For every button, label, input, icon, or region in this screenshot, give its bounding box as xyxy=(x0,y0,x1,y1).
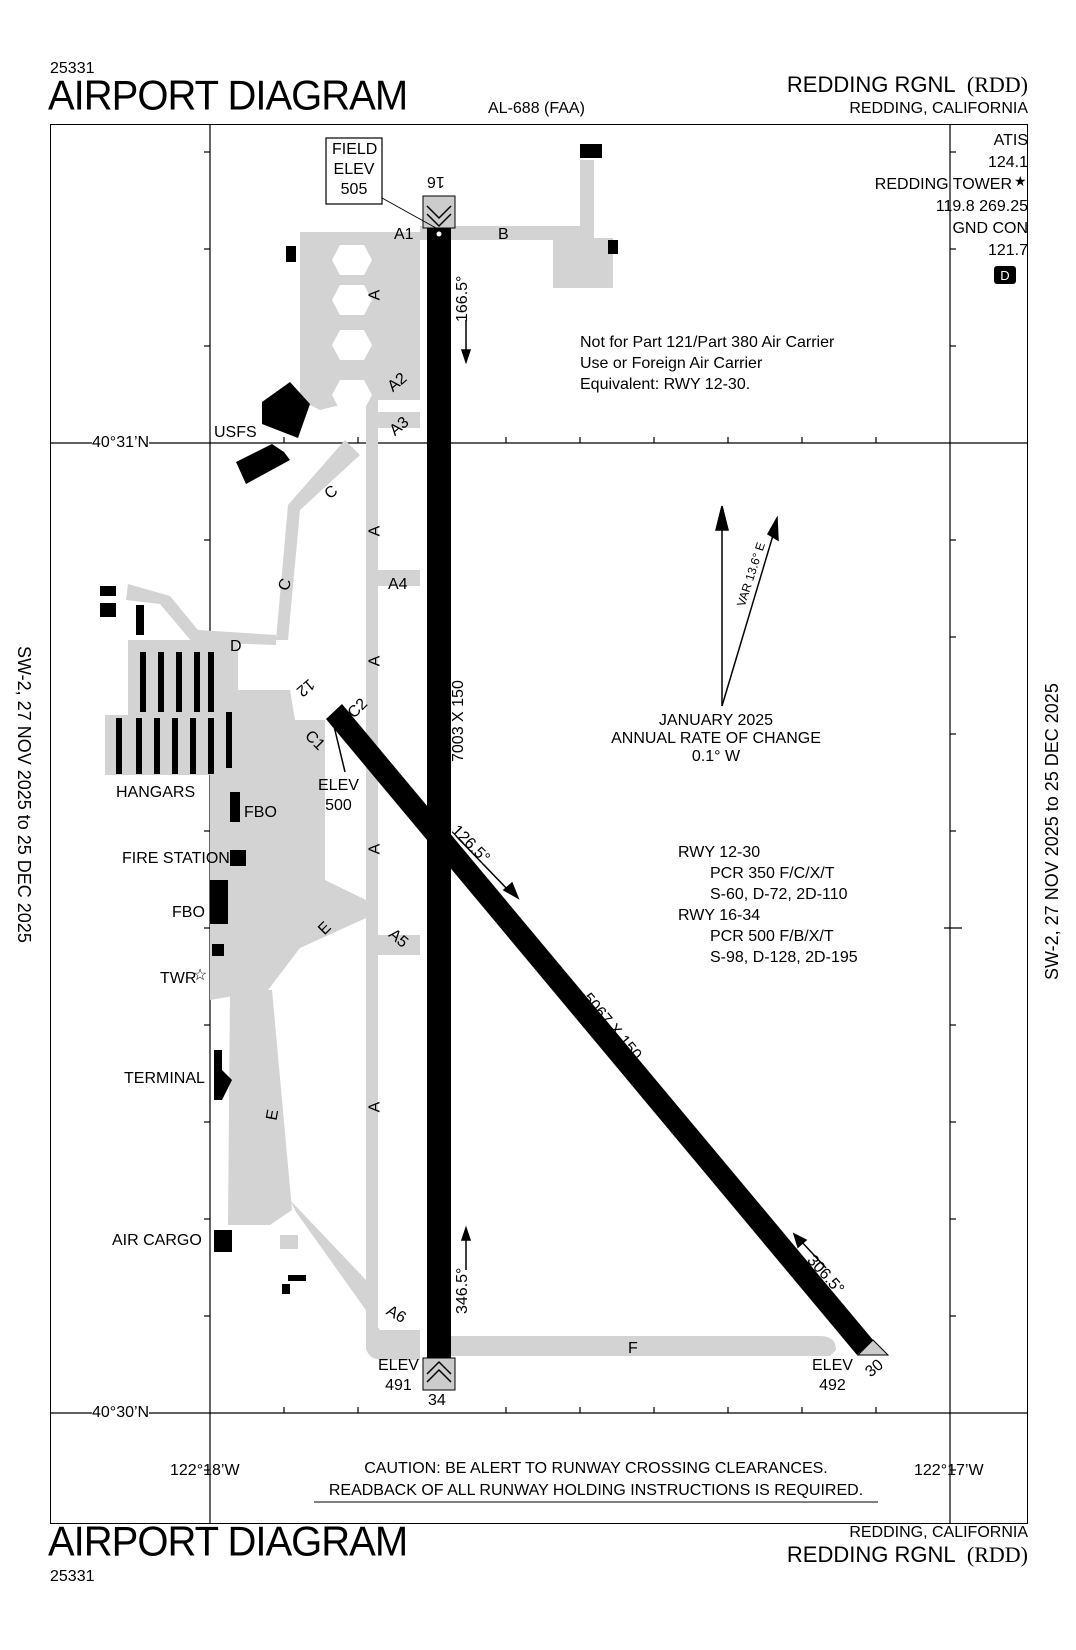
airport-name-header: REDDING RGNL (RDD) xyxy=(787,72,1028,98)
elev-30: ELEV 492 xyxy=(812,1357,853,1394)
star-icon: ★ xyxy=(1014,173,1027,189)
runway-34-threshold xyxy=(422,1357,456,1391)
field-elev-pointer xyxy=(381,197,437,229)
lat-bottom: 40°30’N xyxy=(92,1404,150,1422)
lon-left: 122°18’W xyxy=(170,1462,240,1479)
runway-34-label: 34 xyxy=(428,1392,446,1409)
airport-id: (RDD) xyxy=(966,72,1028,97)
left-effective-dates: SW-2, 27 NOV 2025 to 25 DEC 2025 xyxy=(14,646,34,943)
lon-right: 122°17’W xyxy=(914,1462,984,1479)
airport-name-footer: REDDING RGNL (RDD) xyxy=(786,1542,1028,1567)
doc-number-top: 25331 xyxy=(50,60,95,77)
fire-station-label: FIRE STATION xyxy=(122,850,230,867)
taxiway-a-lower: A xyxy=(366,655,384,667)
part121-note: Not for Part 121/Part 380 Air Carrier Us… xyxy=(580,334,835,393)
runway-30-threshold xyxy=(856,1339,890,1356)
procedure-number: AL-688 (FAA) xyxy=(488,100,585,117)
field-elev-box xyxy=(325,137,383,205)
taxiway-b: B xyxy=(498,226,509,243)
taxiway-a-south: A xyxy=(366,843,384,855)
tower-label: REDDING TOWER xyxy=(874,176,1012,193)
elev-34: ELEV 491 xyxy=(378,1357,419,1394)
graticule xyxy=(50,124,1028,1524)
gnd-label: GND CON xyxy=(952,220,1028,237)
field-elev-label: FIELD ELEV 505 xyxy=(332,141,378,198)
hangars-label: HANGARS xyxy=(116,784,196,801)
runway-12-30 xyxy=(326,704,873,1355)
buildings xyxy=(100,144,618,1294)
atis-frequency: 124.1 xyxy=(987,154,1028,171)
city-state-header: REDDING, CALIFORNIA xyxy=(849,100,1028,117)
rwy1230-title: RWY 12-30 xyxy=(678,844,761,861)
rwy1634-title: RWY 16-34 xyxy=(678,907,761,924)
taxiway-a-mid: A xyxy=(366,525,384,537)
taxiway-a1: A1 xyxy=(394,226,414,243)
d-badge-label: D xyxy=(1000,268,1009,283)
rwy1634-dimensions: 7003 X 150 xyxy=(450,680,467,762)
field-elev-point xyxy=(435,230,443,238)
heading-346: 346.5° xyxy=(454,1267,471,1314)
usfs-label: USFS xyxy=(214,424,257,441)
runway-strength-notes: RWY 12-30 PCR 350 F/C/X/T S-60, D-72, 2D… xyxy=(678,844,858,966)
gnd-frequency: 121.7 xyxy=(987,242,1028,259)
taxiway-a-north: A xyxy=(366,289,384,301)
mag-variation-arrows xyxy=(715,505,779,707)
taxiway-a4: A4 xyxy=(388,576,408,593)
taxiway-d: D xyxy=(230,638,242,655)
taxiway-f: F xyxy=(628,1340,638,1357)
airport-name: REDDING RGNL xyxy=(786,72,955,97)
taxiway-a-far-south: A xyxy=(366,1101,384,1113)
runway-16-label: 16 xyxy=(427,173,445,190)
ramp-islands xyxy=(332,245,372,410)
mag-change-note: JANUARY 2025 ANNUAL RATE OF CHANGE 0.1° … xyxy=(611,712,821,765)
city-state-footer: REDDING, CALIFORNIA xyxy=(849,1524,1028,1541)
tower-star-icon: ☆ xyxy=(193,967,207,984)
heading-166: 166.5° xyxy=(454,275,471,322)
runway-16-threshold xyxy=(422,195,456,229)
lat-top: 40°31’N xyxy=(92,434,150,452)
fbo-label-south: FBO xyxy=(172,904,205,921)
heading-arrows xyxy=(332,320,827,1270)
right-effective-dates: SW-2, 27 NOV 2025 to 25 DEC 2025 xyxy=(1042,683,1062,980)
frequency-box: ATIS 124.1 REDDING TOWER 119.8 269.25 GN… xyxy=(875,130,1028,262)
twr-label: TWR xyxy=(160,970,197,987)
terminal-label: TERMINAL xyxy=(124,1070,205,1087)
air-cargo-label: AIR CARGO xyxy=(112,1232,202,1249)
page-title: AIRPORT DIAGRAM xyxy=(48,72,408,120)
tower-frequency: 119.8 269.25 xyxy=(935,198,1028,215)
map-frame xyxy=(50,124,1028,1524)
runway-16-34 xyxy=(427,228,451,1358)
doc-number-bottom: 25331 xyxy=(50,1568,95,1585)
elev-12: ELEV 500 xyxy=(318,777,359,814)
atis-label: ATIS xyxy=(993,132,1028,149)
fbo-label-north: FBO xyxy=(244,804,277,821)
d-badge xyxy=(994,266,1016,284)
footer-title: AIRPORT DIAGRAM xyxy=(48,1518,408,1566)
caution-note: CAUTION: BE ALERT TO RUNWAY CROSSING CLE… xyxy=(328,1460,864,1499)
